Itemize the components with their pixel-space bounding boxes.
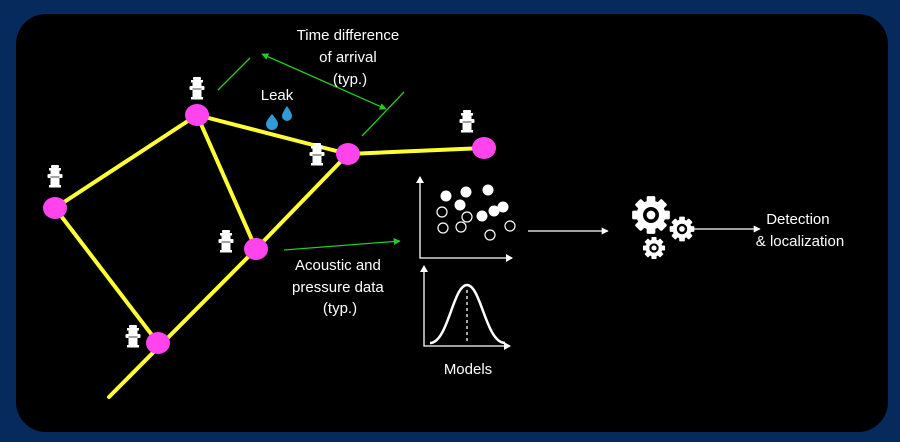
detection-localization-label: Detection & localization bbox=[756, 211, 844, 250]
sensor-node bbox=[185, 104, 209, 126]
acoustic-data-arrow bbox=[283, 237, 401, 251]
water-drop-icon bbox=[282, 106, 292, 121]
sensor-node bbox=[244, 238, 268, 260]
sensor-node bbox=[43, 197, 67, 219]
models-label: Models bbox=[444, 361, 492, 378]
fire-hydrant-icon bbox=[218, 230, 234, 253]
tdoa-label: Time difference of arrival (typ.) bbox=[297, 27, 404, 88]
pipe-segment bbox=[53, 113, 199, 210]
pipe-segment bbox=[346, 146, 486, 156]
diagram-panel: Time difference of arrival (typ.) Leak A… bbox=[16, 14, 888, 432]
tdoa-tick bbox=[361, 91, 405, 137]
scatter-plot-icon bbox=[416, 176, 516, 262]
pipe-segment bbox=[254, 152, 350, 251]
fire-hydrant-icon bbox=[309, 143, 325, 166]
water-drop-icon bbox=[266, 114, 278, 130]
fire-hydrant-icon bbox=[47, 165, 63, 188]
fire-hydrant-icon bbox=[459, 110, 475, 133]
gaussian-curve-icon bbox=[420, 265, 511, 350]
pipe-segment bbox=[195, 113, 258, 251]
pipe-segment bbox=[107, 247, 258, 399]
sensor-node bbox=[336, 143, 360, 165]
leak-detection-diagram: Time difference of arrival (typ.) Leak A… bbox=[43, 27, 844, 399]
gears-icon bbox=[632, 196, 695, 260]
tdoa-tick bbox=[217, 57, 251, 91]
tdoa-arrow bbox=[261, 53, 387, 110]
sensor-node bbox=[146, 332, 170, 354]
pipe-segment bbox=[53, 206, 160, 345]
fire-hydrant-icon bbox=[125, 325, 141, 348]
fire-hydrant-icon bbox=[189, 77, 205, 100]
acoustic-data-label: Acoustic and pressure data (typ.) bbox=[292, 257, 388, 317]
sensor-node bbox=[472, 137, 496, 159]
leak-label: Leak bbox=[261, 87, 294, 104]
